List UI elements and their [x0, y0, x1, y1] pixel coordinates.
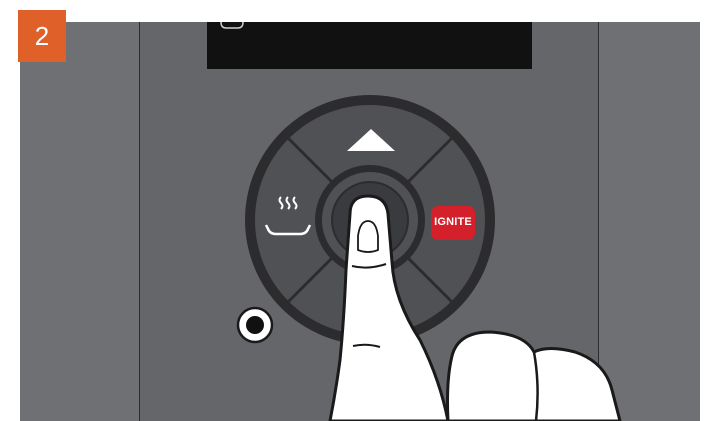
step-number-badge: 2	[18, 10, 66, 62]
ignite-button-label[interactable]: IGNITE	[431, 211, 475, 233]
display-screen	[207, 22, 532, 69]
status-indicator-dot	[246, 316, 264, 334]
